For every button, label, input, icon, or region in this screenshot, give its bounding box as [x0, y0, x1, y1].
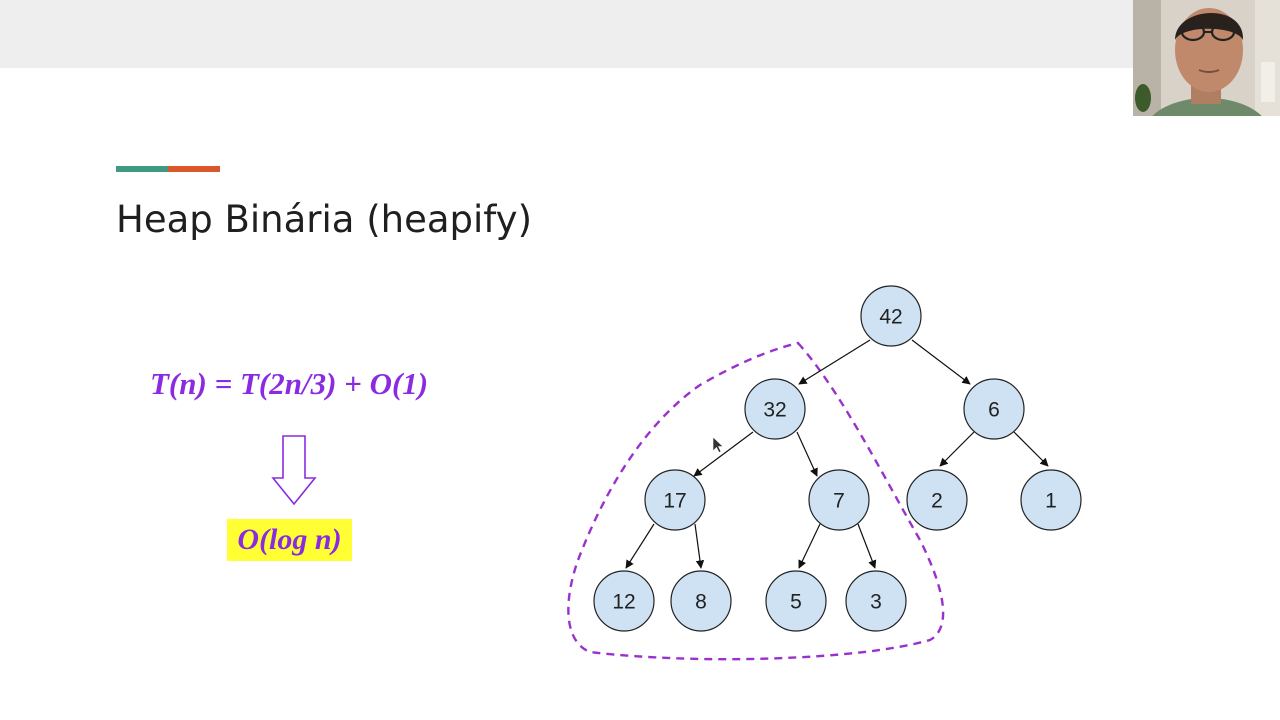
recurrence-formula: T(n) = T(2n/3) + O(1) [150, 366, 429, 401]
edge-17-12 [625, 523, 655, 569]
edge-6-1 [1013, 431, 1049, 467]
heap-node-7: 7 [808, 469, 870, 531]
edge-42-32 [798, 339, 871, 385]
node-label: 42 [879, 306, 902, 329]
edge-7-3 [857, 523, 877, 569]
node-label: 8 [695, 591, 707, 614]
edge-32-7 [796, 431, 818, 477]
edge-32-17 [693, 431, 754, 477]
heap-edges [625, 339, 1049, 569]
accent-segment-orange [168, 166, 220, 172]
heap-node-3: 3 [845, 570, 907, 632]
node-label: 3 [870, 591, 882, 614]
presenter-webcam-icon [1133, 0, 1280, 116]
top-band [0, 0, 1280, 68]
presenter-webcam [1133, 0, 1280, 116]
node-label: 17 [663, 490, 686, 513]
node-label: 2 [931, 490, 943, 513]
complexity-highlight: O(log n) [227, 519, 352, 561]
heap-node-5: 5 [765, 570, 827, 632]
edge-42-6 [911, 339, 971, 385]
heap-node-42: 42 [860, 285, 922, 347]
mouse-cursor-icon [712, 436, 724, 453]
edge-17-8 [694, 523, 705, 569]
node-label: 12 [612, 591, 635, 614]
node-label: 6 [988, 399, 1000, 422]
down-arrow-icon [271, 435, 317, 506]
accent-segment-green [116, 166, 168, 172]
heap-node-17: 17 [644, 469, 706, 531]
heap-node-12: 12 [593, 570, 655, 632]
slide-title: Heap Binária (heapify) [116, 198, 533, 241]
node-label: 5 [790, 591, 802, 614]
node-label: 32 [763, 399, 786, 422]
title-accent-bar [116, 166, 220, 172]
heap-node-32: 32 [744, 378, 806, 440]
edge-6-2 [939, 431, 975, 467]
heap-node-1: 1 [1020, 469, 1082, 531]
complexity-result: O(log n) [237, 523, 342, 556]
node-label: 7 [833, 490, 845, 513]
heap-node-2: 2 [906, 469, 968, 531]
heap-node-6: 6 [963, 378, 1025, 440]
node-label: 1 [1045, 490, 1057, 513]
edge-7-5 [798, 523, 821, 569]
subtree-highlight-outline [567, 341, 945, 661]
heap-node-8: 8 [670, 570, 732, 632]
